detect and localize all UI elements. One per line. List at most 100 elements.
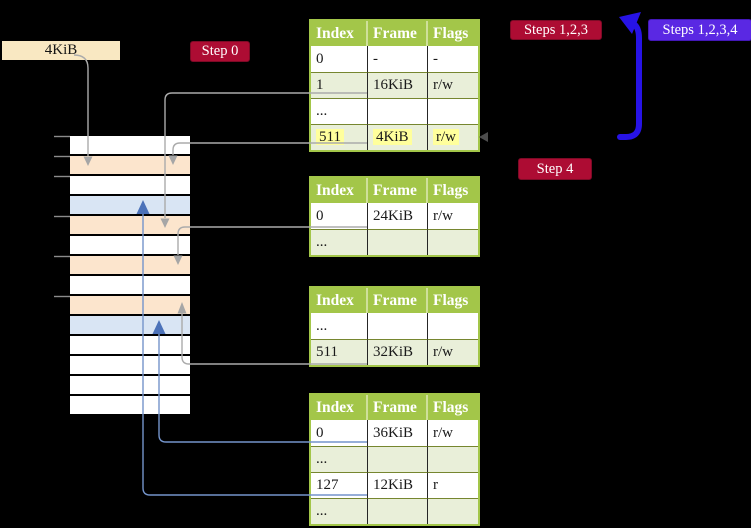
table-cell: 4KiB bbox=[368, 124, 428, 150]
table-cell-text: 0 bbox=[316, 424, 324, 441]
table-cell: r/w bbox=[428, 203, 478, 229]
table-cell: 0 bbox=[311, 420, 368, 446]
table-cell bbox=[368, 229, 428, 255]
memory-row-page bbox=[70, 316, 190, 334]
table-cell: - bbox=[428, 46, 478, 72]
table-cell bbox=[368, 446, 428, 472]
table-cell-text: ... bbox=[316, 103, 328, 119]
table-cell: ... bbox=[311, 229, 368, 255]
table-cell-text: 12KiB bbox=[373, 477, 414, 493]
table-cell-text: - bbox=[433, 50, 438, 67]
table-cell-text: 127 bbox=[316, 477, 339, 493]
table-cell bbox=[428, 498, 478, 524]
table-cell: 0 bbox=[311, 46, 368, 72]
memory-row-plain bbox=[70, 376, 190, 394]
memory-row-table bbox=[70, 156, 190, 174]
table-cell: 24KiB bbox=[368, 203, 428, 229]
table-cell-text: ... bbox=[316, 234, 328, 250]
table-row: 0 24KiB r/w bbox=[311, 203, 478, 229]
memory-row-plain bbox=[70, 356, 190, 374]
arrowhead-left-icon bbox=[479, 132, 488, 142]
memory-row-plain bbox=[70, 336, 190, 354]
table-row: 0 36KiB r/w bbox=[311, 420, 478, 446]
table-cell-text: - bbox=[373, 50, 378, 67]
table-header-cell: Index bbox=[311, 178, 368, 203]
table-cell: 32KiB bbox=[368, 339, 428, 365]
table-cell-text: 16KiB bbox=[373, 77, 414, 93]
table-header-cell: Index bbox=[311, 395, 368, 420]
table-cell: r/w bbox=[428, 339, 478, 365]
table-row: ... bbox=[311, 446, 478, 472]
table-row: ... bbox=[311, 229, 478, 255]
table-cell: 1 bbox=[311, 72, 368, 98]
table-cell-text: ... bbox=[316, 503, 328, 519]
steps1234-badge: Steps 1,2,3,4 bbox=[648, 19, 751, 41]
table-cell bbox=[428, 98, 478, 124]
table-cell-text: 511 bbox=[316, 344, 338, 360]
memory-row-table bbox=[70, 296, 190, 314]
table-header-cell: Flags bbox=[428, 178, 478, 203]
table-row: 511 32KiB r/w bbox=[311, 339, 478, 365]
table-cell: 127 bbox=[311, 472, 368, 498]
table-header-cell: Frame bbox=[368, 21, 428, 46]
table-cell-text: 36KiB bbox=[373, 424, 414, 441]
recursive-loop-arrow bbox=[617, 20, 642, 140]
table-cell: 511 bbox=[311, 124, 368, 150]
table-cell-text: 24KiB bbox=[373, 207, 414, 224]
recursive-loop-arrowhead-icon bbox=[619, 12, 641, 34]
memory-row-plain bbox=[70, 236, 190, 254]
table-cell: 36KiB bbox=[368, 420, 428, 446]
table-cell-text: 32KiB bbox=[373, 344, 414, 360]
memory-row-table bbox=[70, 216, 190, 234]
table-cell: 16KiB bbox=[368, 72, 428, 98]
table-cell: 0 bbox=[311, 203, 368, 229]
table-cell-text: 0 bbox=[316, 207, 324, 224]
memory-row-page bbox=[70, 196, 190, 214]
table-header-cell: Frame bbox=[368, 395, 428, 420]
table-cell-text: r/w bbox=[433, 344, 453, 360]
table-cell-text: r/w bbox=[433, 424, 453, 441]
table-cell bbox=[428, 313, 478, 339]
table-cell-text: 0 bbox=[316, 50, 324, 67]
table-cell: 511 bbox=[311, 339, 368, 365]
table-row: 127 12KiB r bbox=[311, 472, 478, 498]
table-cell-text: r/w bbox=[433, 207, 453, 224]
table-header-cell: Index bbox=[311, 288, 368, 313]
table-cell: 12KiB bbox=[368, 472, 428, 498]
frame-address-label: 4KiB bbox=[2, 41, 120, 60]
memory-row-plain bbox=[70, 176, 190, 194]
table-cell: r bbox=[428, 472, 478, 498]
step4-badge: Step 4 bbox=[518, 158, 592, 180]
table-row: 0 - - bbox=[311, 46, 478, 72]
memory-row-plain bbox=[70, 396, 190, 414]
table-row: ... bbox=[311, 498, 478, 524]
table-cell-text: 511 bbox=[316, 129, 344, 145]
table-cell-text: r/w bbox=[433, 129, 459, 145]
table-header-cell: Index bbox=[311, 21, 368, 46]
table-cell: ... bbox=[311, 446, 368, 472]
table-header-cell: Frame bbox=[368, 288, 428, 313]
table-header-cell: Frame bbox=[368, 178, 428, 203]
table-cell: r/w bbox=[428, 72, 478, 98]
table-row: 1 16KiB r/w bbox=[311, 72, 478, 98]
memory-address-ticks bbox=[54, 135, 70, 298]
table-header-cell: Flags bbox=[428, 288, 478, 313]
memory-row-table bbox=[70, 256, 190, 274]
table-cell-text: 4KiB bbox=[373, 129, 412, 145]
table-header-cell: Flags bbox=[428, 21, 478, 46]
table-cell bbox=[428, 229, 478, 255]
table-row: 511 4KiB r/w bbox=[311, 124, 478, 150]
table-cell: r/w bbox=[428, 124, 478, 150]
table-cell: ... bbox=[311, 98, 368, 124]
table-cell-text: r bbox=[433, 477, 438, 493]
table-cell bbox=[428, 446, 478, 472]
table-cell-text: ... bbox=[316, 451, 328, 467]
steps123-badge: Steps 1,2,3 bbox=[510, 20, 602, 40]
physical-memory-column bbox=[70, 136, 190, 416]
table-cell: r/w bbox=[428, 420, 478, 446]
